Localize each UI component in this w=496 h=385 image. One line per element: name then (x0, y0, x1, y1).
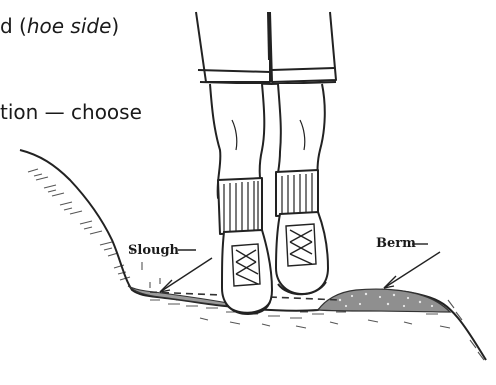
berm-mound (318, 289, 450, 312)
hiker-legs (196, 12, 336, 234)
slough-deposit (128, 286, 230, 306)
right-boot (276, 212, 328, 294)
slough-label: Slough (128, 243, 180, 258)
left-boot (222, 230, 272, 314)
berm-label: Berm (376, 236, 416, 251)
berm-pointer-line (384, 252, 440, 288)
slough-callout: Slough (128, 243, 212, 292)
berm-callout: Berm (376, 236, 440, 288)
slough-pointer-line (160, 258, 212, 292)
